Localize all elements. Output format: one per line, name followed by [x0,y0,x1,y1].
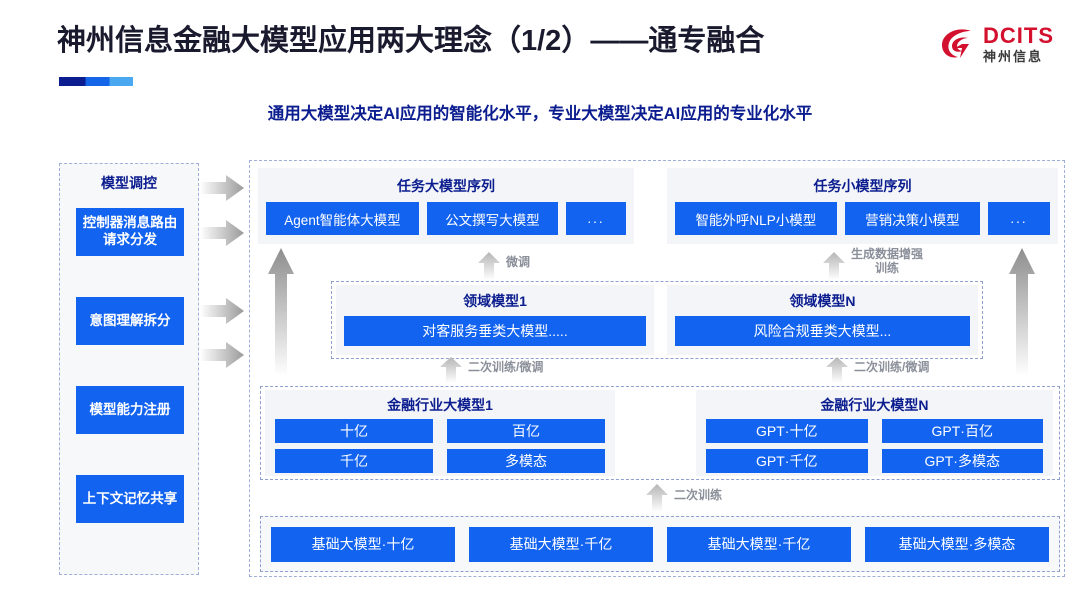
up-arrow-icon-left-long [268,248,294,376]
base-model-panel: 基础大模型·十亿 基础大模型·千亿 基础大模型·千亿 基础大模型·多模态 [260,516,1060,572]
title-underline-rule [59,77,133,86]
industry-model-1-title: 金融行业大模型1 [387,397,493,413]
chip-more-large[interactable]: ... [566,202,626,235]
flow-label-data-augmentation-line2: 训练 [875,260,900,275]
base-model-box-qianyi-1[interactable]: 基础大模型·千亿 [469,526,653,562]
right-arrow-icon-2 [200,220,244,246]
model-control-title: 模型调控 [101,175,157,191]
base-model-box-qianyi-2[interactable]: 基础大模型·千亿 [667,526,851,562]
chip-document-writing-model[interactable]: 公文撰写大模型 [426,202,558,235]
domain-model-group-border [331,281,983,359]
task-large-model-sequence-panel: 任务大模型序列 Agent智能体大模型 公文撰写大模型 ... [258,168,634,244]
chip-marketing-decision-model[interactable]: 营销决策小模型 [844,202,981,235]
up-arrow-icon-retrain-finetune-left [440,357,462,383]
dcits-logo: DCITS 神州信息 [938,18,1066,70]
chip-agent-model[interactable]: Agent智能体大模型 [266,202,419,235]
control-item-registry[interactable]: 模型能力注册 [76,386,184,434]
industry-n-box-gpt-multimodal[interactable]: GPT·多模态 [881,449,1043,473]
up-arrow-icon-finetune-left [478,252,500,280]
domain-model-n-panel: 领域模型N 风险合规垂类大模型... [667,285,978,355]
task-small-model-sequence-title: 任务小模型序列 [813,178,912,194]
flow-label-data-augmentation: 生成数据增强 训练 [851,247,924,276]
up-arrow-icon-retrain [646,484,668,512]
domain-model-n-title: 领域模型N [789,293,856,309]
dcits-logo-mark [942,29,971,58]
industry-n-box-gpt-shiyi[interactable]: GPT·十亿 [706,419,868,443]
chip-more-small[interactable]: ... [988,202,1051,235]
industry-1-box-qianyi[interactable]: 千亿 [275,449,433,473]
right-arrow-icon-3 [200,298,244,324]
control-item-context[interactable]: 上下文记忆共享 [76,475,184,523]
flow-label-finetune: 微调 [506,255,531,269]
domain-model-1-bar[interactable]: 对客服务垂类大模型..... [344,316,646,346]
flow-label-retrain-finetune-left: 二次训练/微调 [468,360,544,374]
task-small-model-sequence-panel: 任务小模型序列 智能外呼NLP小模型 营销决策小模型 ... [667,168,1058,244]
control-item-intent[interactable]: 意图理解拆分 [76,297,184,345]
up-arrow-icon-retrain-finetune-right [826,357,848,383]
up-arrow-icon-right-long [1009,248,1035,376]
industry-model-1-grid: 十亿 百亿 千亿 多模态 [265,419,615,473]
page-subtitle: 通用大模型决定AI应用的智能化水平，专业大模型决定AI应用的专业化水平 [267,105,813,123]
flow-label-retrain-finetune-right: 二次训练/微调 [854,360,930,374]
industry-model-n-grid: GPT·十亿 GPT·百亿 GPT·千亿 GPT·多模态 [696,419,1053,473]
industry-model-n-panel: 金融行业大模型N GPT·十亿 GPT·百亿 GPT·千亿 GPT·多模态 [696,390,1053,476]
industry-model-n-title: 金融行业大模型N [820,397,929,413]
logo-en-text: DCITS [983,23,1054,48]
domain-model-1-title: 领域模型1 [463,293,527,309]
industry-model-group-border [260,386,1060,480]
task-large-model-chip-row: Agent智能体大模型 公文撰写大模型 ... [258,202,634,235]
right-arrow-icon-4 [200,342,244,368]
page-title: 神州信息金融大模型应用两大理念（1/2）——通专融合 [57,25,765,57]
logo-cn-text: 神州信息 [983,49,1044,64]
flow-label-retrain: 二次训练 [674,488,723,502]
industry-n-box-gpt-baiyi[interactable]: GPT·百亿 [881,419,1043,443]
base-model-box-multimodal[interactable]: 基础大模型·多模态 [865,526,1049,562]
domain-model-n-bar[interactable]: 风险合规垂类大模型... [675,316,970,346]
industry-n-box-gpt-qianyi[interactable]: GPT·千亿 [706,449,868,473]
up-arrow-icon-data-aug [823,252,845,280]
base-model-box-shiyi[interactable]: 基础大模型·十亿 [271,526,455,562]
industry-1-box-multimodal[interactable]: 多模态 [447,449,605,473]
control-item-router[interactable]: 控制器消息路由请求分发 [76,208,184,256]
flow-label-data-augmentation-line1: 生成数据增强 [851,247,924,261]
task-small-model-chip-row: 智能外呼NLP小模型 营销决策小模型 ... [667,202,1058,235]
industry-model-1-panel: 金融行业大模型1 十亿 百亿 千亿 多模态 [265,390,615,476]
chip-outbound-nlp-model[interactable]: 智能外呼NLP小模型 [675,202,837,235]
model-control-panel: 模型调控 控制器消息路由请求分发 意图理解拆分 模型能力注册 上下文记忆共享 [59,163,199,575]
right-arrow-icon-1 [200,175,244,201]
domain-model-1-panel: 领域模型1 对客服务垂类大模型..... [336,285,654,355]
task-large-model-sequence-title: 任务大模型序列 [397,178,495,194]
industry-1-box-baiyi[interactable]: 百亿 [447,419,605,443]
industry-1-box-shiyi[interactable]: 十亿 [275,419,433,443]
